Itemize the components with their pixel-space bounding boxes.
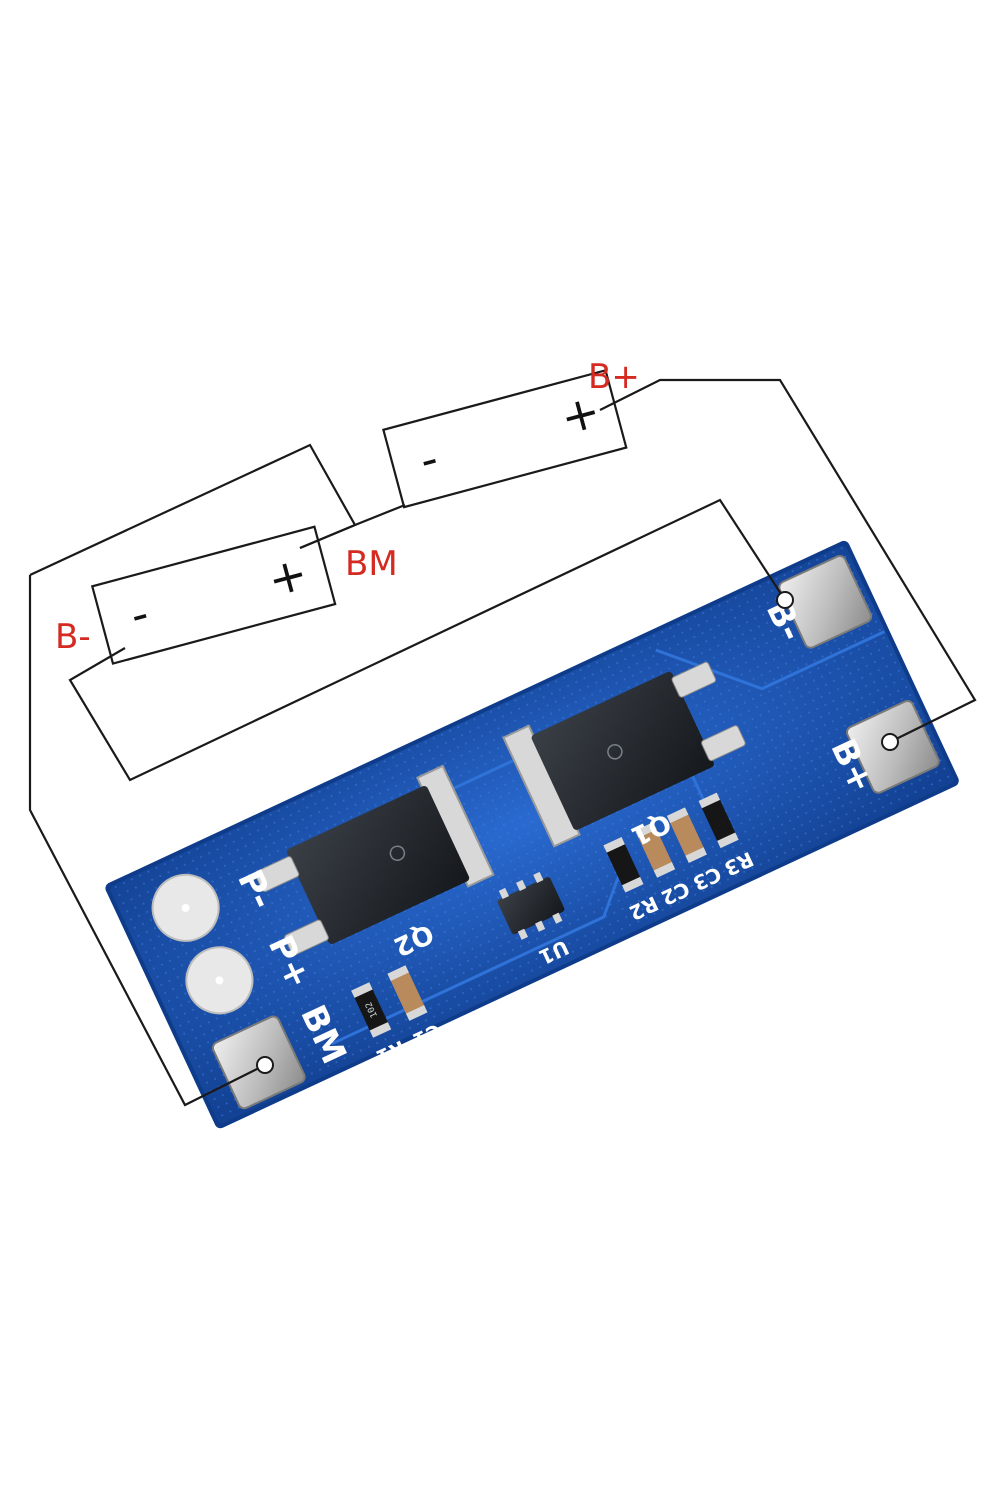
q1-lead bbox=[701, 725, 746, 762]
q2-lead bbox=[284, 919, 329, 956]
r1-cap bbox=[351, 982, 373, 998]
wire-b-plus bbox=[599, 378, 977, 743]
q1-logo-icon bbox=[607, 744, 623, 760]
smd-r1: 102 bbox=[351, 982, 392, 1038]
c2-cap bbox=[653, 862, 676, 878]
r2-cap bbox=[621, 876, 644, 893]
wire-bm-drop bbox=[28, 575, 266, 1107]
u1-pin bbox=[535, 920, 546, 932]
c2-cap bbox=[635, 822, 657, 838]
q2-lead bbox=[254, 856, 300, 893]
p-minus-pad-hole bbox=[181, 903, 190, 912]
u1-pin bbox=[552, 912, 563, 924]
wire-bm-link bbox=[299, 503, 406, 550]
bm-terminal-dot bbox=[256, 1056, 274, 1074]
q1-lead bbox=[671, 661, 717, 698]
battery-cell-1: - + bbox=[90, 525, 337, 665]
smd-c3 bbox=[666, 807, 707, 863]
mosfet-q1 bbox=[502, 661, 746, 848]
c2-body bbox=[637, 826, 674, 874]
smd-r2 bbox=[603, 836, 644, 893]
cell-1-minus-sign: - bbox=[124, 586, 154, 642]
wire-b-minus bbox=[29, 443, 357, 576]
label-b-plus: B+ bbox=[588, 357, 640, 397]
wire-b-minus-loop bbox=[68, 498, 786, 782]
u1-pin bbox=[516, 879, 527, 892]
c1-cap bbox=[405, 1005, 428, 1021]
r2-cap bbox=[603, 836, 625, 853]
q2-body bbox=[286, 785, 470, 945]
cell-2-outline bbox=[382, 368, 628, 509]
q2-logo-icon bbox=[389, 845, 406, 861]
c3-cap bbox=[685, 847, 707, 863]
ic-u1 bbox=[497, 871, 565, 940]
smd-c2 bbox=[635, 822, 676, 878]
bms-board: 102 P- P+ BM B- bbox=[105, 540, 959, 1129]
cell-1-plus-sign: + bbox=[262, 545, 313, 607]
u1-pin bbox=[533, 871, 544, 883]
b-minus-terminal-dot bbox=[776, 591, 794, 609]
c3-cap bbox=[666, 807, 689, 824]
r1-body bbox=[353, 986, 390, 1034]
r1-cap bbox=[369, 1022, 392, 1038]
mosfet-q2 bbox=[254, 764, 495, 956]
b-minus-pad[interactable] bbox=[777, 554, 873, 650]
c1-cap bbox=[387, 965, 409, 981]
label-bm: BM bbox=[345, 544, 398, 584]
pcb-trace bbox=[655, 630, 886, 691]
r2-body bbox=[605, 841, 642, 889]
smd-c1 bbox=[387, 965, 428, 1021]
u1-pin bbox=[517, 928, 528, 940]
p-plus-pad-hole bbox=[215, 976, 224, 985]
smd-r3 bbox=[698, 792, 739, 849]
u1-body bbox=[497, 877, 565, 935]
b-plus-terminal-dot bbox=[881, 733, 899, 751]
u1-pin bbox=[498, 887, 509, 900]
r3-cap bbox=[698, 792, 721, 809]
c1-body bbox=[389, 969, 426, 1017]
pcb-via-field bbox=[110, 545, 954, 1124]
label-b-minus: B- bbox=[55, 617, 91, 657]
q1-body bbox=[531, 671, 714, 830]
cell-2-minus-sign: - bbox=[414, 431, 444, 487]
c3-body bbox=[668, 811, 705, 859]
r3-cap bbox=[717, 832, 739, 849]
cell-1-outline bbox=[90, 525, 337, 665]
r3-body bbox=[700, 797, 737, 844]
